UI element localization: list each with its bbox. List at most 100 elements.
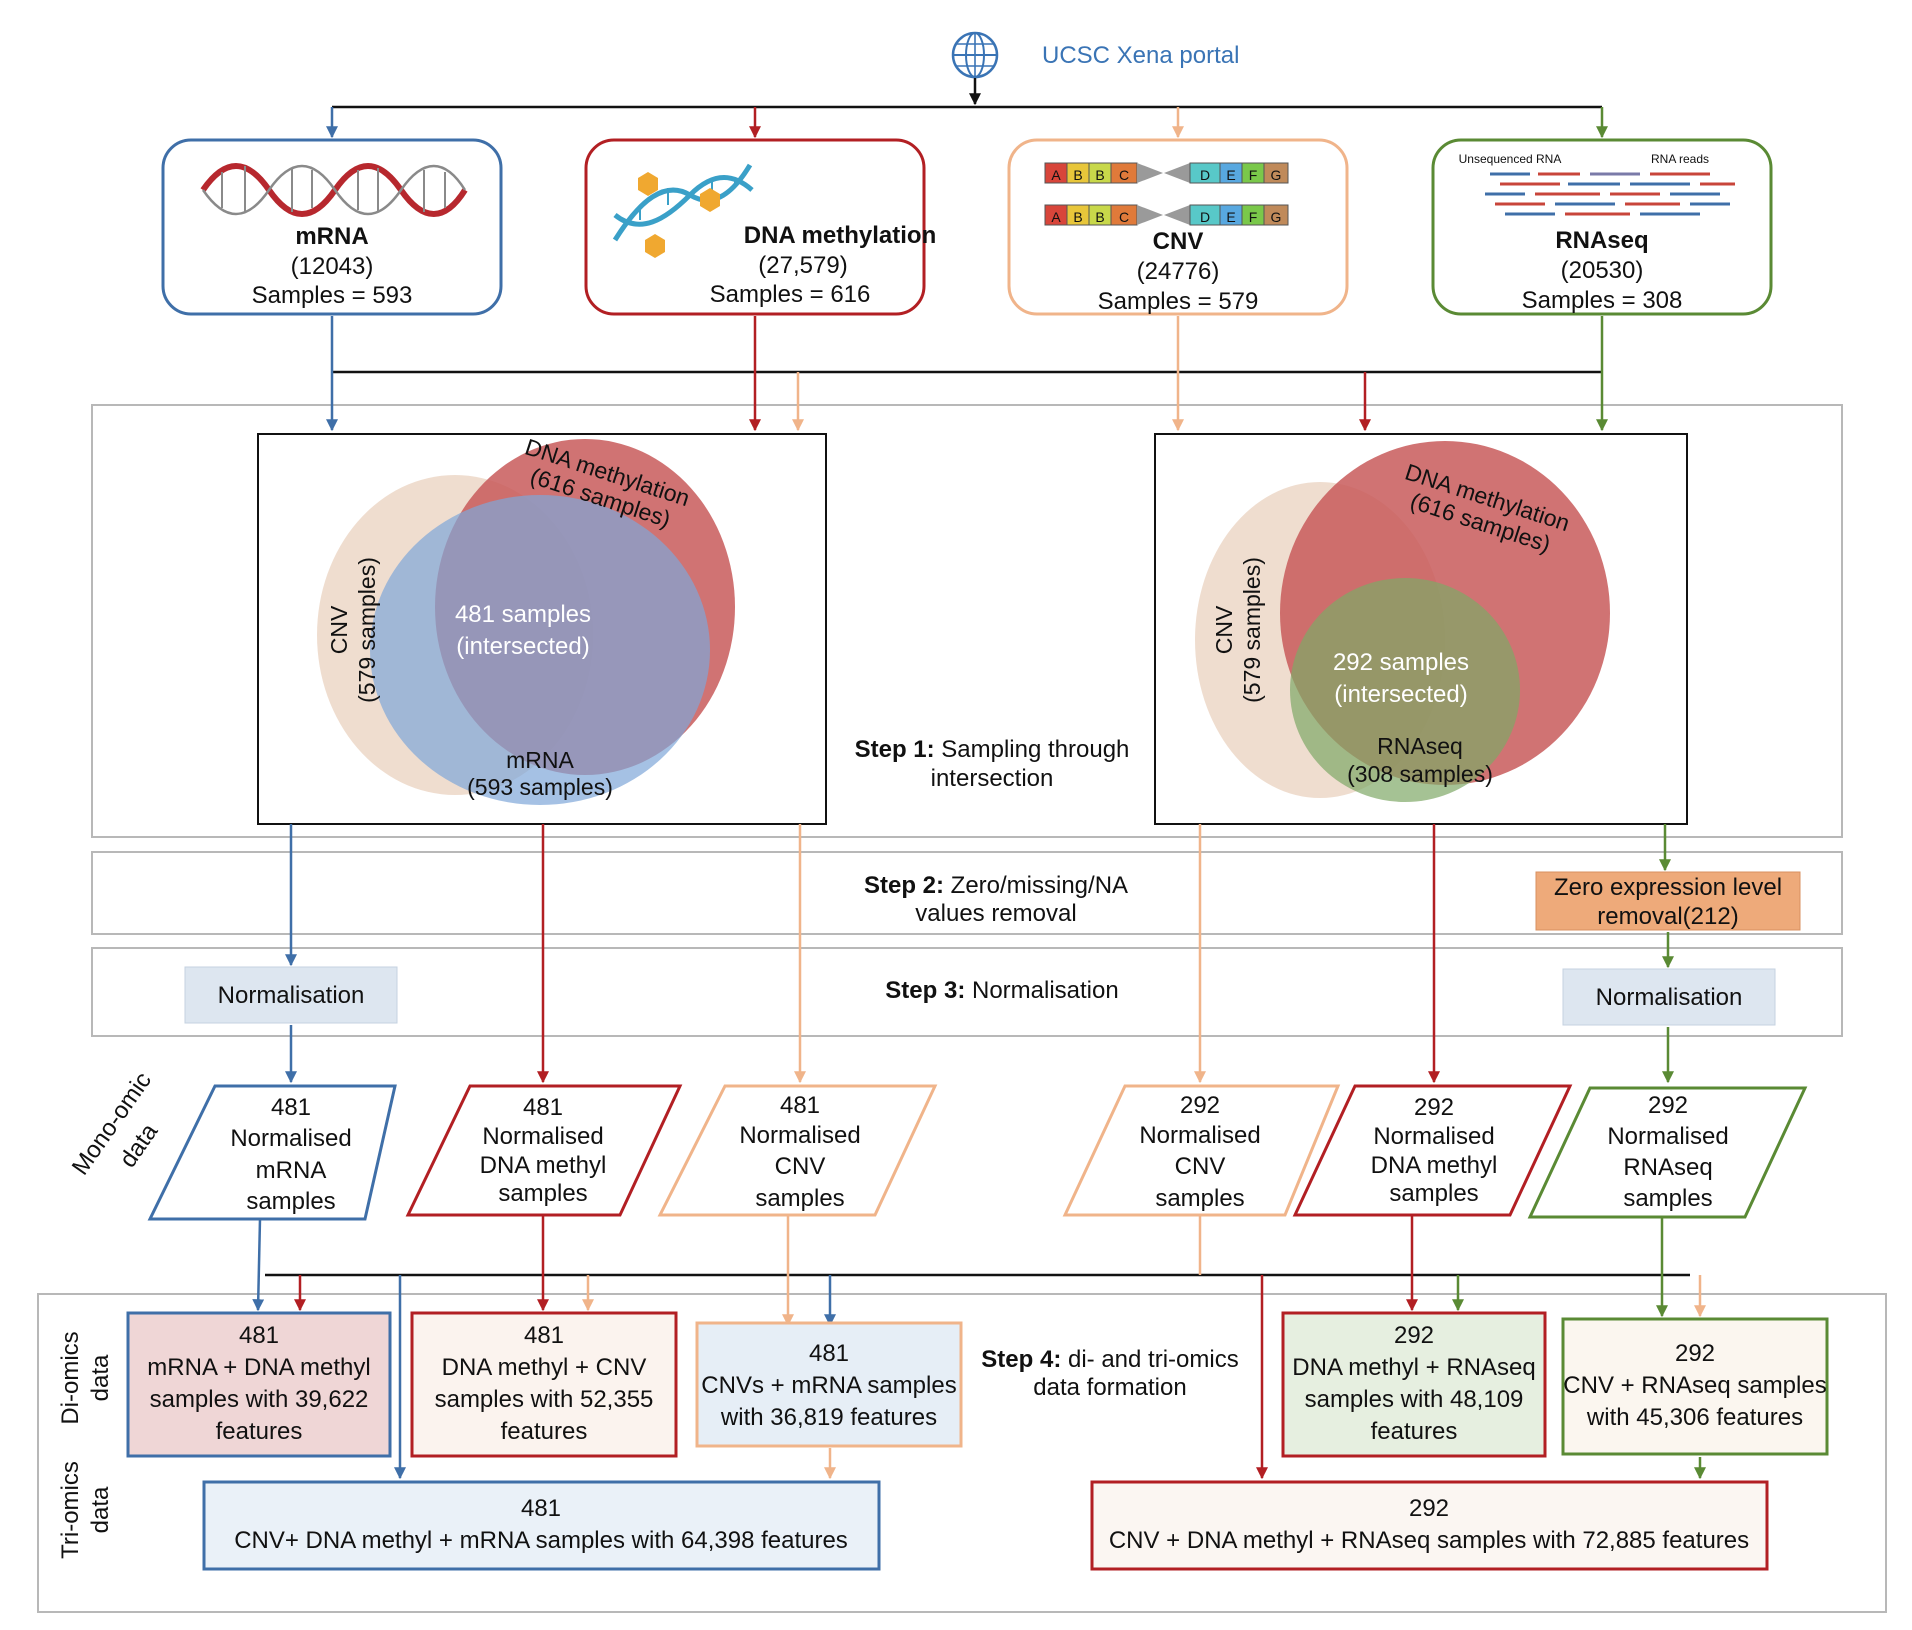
step3-bold: Step 3: (885, 977, 965, 1004)
mono-omic-rnaseq: 292 Normalised RNAseq samples (1527, 1086, 1808, 1219)
processing-flow-lines (285, 824, 1674, 1084)
mono-omic-text: Normalised (739, 1122, 860, 1149)
venn-left-intersect-label: (intersected) (456, 633, 589, 660)
step4-label: Step 4: di- and tri-omics (981, 1346, 1238, 1373)
mono-omic-mrna: 481 Normalised mRNA samples (147, 1084, 397, 1221)
mono-omic-text: 292 (1180, 1092, 1220, 1119)
mono-omic-methylation-292: 292 Normalised DNA methyl samples (1292, 1084, 1573, 1217)
source-title-cnv: CNV (1153, 228, 1204, 255)
source-title-methylation: DNA methylation (744, 222, 936, 249)
step1-label-line2: intersection (931, 765, 1054, 792)
cnv-seg-label: B (1095, 167, 1104, 183)
mono-omic-text: CNV (1175, 1153, 1226, 1180)
venn-right-rnaseq-samples: (308 samples) (1347, 761, 1493, 787)
source-count-rnaseq: (20530) (1561, 257, 1644, 284)
di-omics-text: CNVs + mRNA samples (701, 1372, 956, 1399)
tri-omics-292: 292 CNV + DNA methyl + RNAseq samples wi… (1090, 1480, 1769, 1571)
tri-omics-label-line2: data (87, 1486, 114, 1533)
rna-icon-label-left: Unsequenced RNA (1459, 152, 1562, 166)
source-box-cnv: A B B C D E F G A B B C D E F G (1007, 138, 1349, 316)
venn-left-cnv-samples: (579 samples) (354, 557, 380, 703)
mono-omic-text: Normalised (1607, 1123, 1728, 1150)
mono-omic-text: samples (1155, 1185, 1244, 1212)
rna-reads-icon: Unsequenced RNA RNA reads (1459, 152, 1735, 216)
mono-omic-text: Normalised (482, 1123, 603, 1150)
zero-expression-line1: Zero expression level (1554, 874, 1782, 901)
source-samples-cnv: Samples = 579 (1098, 288, 1259, 315)
source-samples-mrna: Samples = 593 (252, 282, 413, 309)
source-count-methylation: (27,579) (758, 252, 847, 279)
source-title-mrna: mRNA (295, 223, 368, 250)
mono-omic-text: samples (246, 1188, 335, 1215)
mono-omic-methylation: 481 Normalised DNA methyl samples (405, 1084, 683, 1217)
step2-label-line2: values removal (915, 900, 1076, 927)
venn-left-mrna-label: mRNA (506, 747, 574, 773)
portal-connectors (326, 78, 1608, 139)
tri-omics-text: 292 (1409, 1495, 1449, 1522)
cnv-seg-label: A (1051, 209, 1061, 225)
cnv-seg-label: E (1226, 167, 1235, 183)
venn-right-intersect-label: (intersected) (1334, 681, 1467, 708)
tri-omics-text: CNV + DNA methyl + RNAseq samples with 7… (1109, 1527, 1749, 1554)
cnv-seg-label: D (1200, 167, 1210, 183)
step4-bold: Step 4: (981, 1346, 1061, 1373)
di-omics-text: with 45,306 features (1586, 1404, 1803, 1431)
di-omics-text: features (501, 1418, 588, 1445)
di-omics-text: samples with 39,622 (150, 1386, 369, 1413)
step3-text: Normalisation (972, 977, 1119, 1004)
cnv-seg-label: B (1095, 209, 1104, 225)
dna-helix-icon (200, 163, 468, 217)
di-omics-text: 481 (239, 1322, 279, 1349)
venn-left-intersect-count: 481 samples (455, 601, 591, 628)
cnv-seg-label: D (1200, 209, 1210, 225)
mono-omic-text: 481 (523, 1094, 563, 1121)
mono-omic-text: DNA methyl (480, 1152, 607, 1179)
di-omics-cnv-rnaseq: 292 CNV + RNAseq samples with 45,306 fea… (1561, 1317, 1829, 1456)
venn-left-mrna-circle (370, 495, 710, 805)
di-omics-methylation-rnaseq: 292 DNA methyl + RNAseq samples with 48,… (1281, 1311, 1547, 1458)
portal-label: UCSC Xena portal (1042, 42, 1239, 69)
venn-right-intersect-count: 292 samples (1333, 649, 1469, 676)
cnv-seg-label: B (1073, 209, 1082, 225)
source-box-mrna: mRNA (12043) Samples = 593 (161, 138, 503, 316)
mono-omic-text: samples (1623, 1185, 1712, 1212)
cnv-seg-label: C (1119, 167, 1129, 183)
integration-connectors (252, 1215, 1706, 1480)
step4-label-line2: data formation (1033, 1374, 1186, 1401)
step4-panel (37, 1293, 1887, 1613)
step1-label: Step 1: Sampling through (855, 736, 1130, 763)
step1-text: Sampling through (941, 736, 1129, 763)
source-title-rnaseq: RNAseq (1555, 227, 1648, 254)
chromosome-segments-icon: A B B C D E F G A B B C D E F G (1044, 162, 1289, 226)
venn-right-cnv-samples: (579 samples) (1239, 557, 1265, 703)
di-omics-text: mRNA + DNA methyl (147, 1354, 370, 1381)
mono-omic-text: 292 (1648, 1092, 1688, 1119)
venn-left-cnv-label: CNV (326, 605, 352, 654)
tri-omics-text: CNV+ DNA methyl + mRNA samples with 64,3… (234, 1527, 848, 1554)
rna-icon-label-right: RNA reads (1651, 152, 1709, 166)
source-count-cnv: (24776) (1137, 258, 1220, 285)
cnv-seg-label: C (1119, 209, 1129, 225)
mono-omic-text: mRNA (256, 1157, 327, 1184)
step3-panel (91, 947, 1843, 1037)
mono-omic-cnv-481: 481 Normalised CNV samples (657, 1084, 938, 1217)
cnv-seg-label: G (1271, 209, 1282, 225)
source-box-methylation: DNA methylation (27,579) Samples = 616 (584, 138, 936, 316)
di-omics-text: CNV + RNAseq samples (1563, 1372, 1826, 1399)
step2-label: Step 2: Zero/missing/NA (864, 872, 1128, 899)
source-samples-rnaseq: Samples = 308 (1522, 287, 1683, 314)
mono-omic-text: CNV (775, 1153, 826, 1180)
cnv-seg-label: E (1226, 209, 1235, 225)
mono-omic-text: Normalised (1139, 1122, 1260, 1149)
tri-omics-481: 481 CNV+ DNA methyl + mRNA samples with … (202, 1480, 881, 1571)
di-omics-text: DNA methyl + CNV (442, 1354, 647, 1381)
di-omics-text: DNA methyl + RNAseq (1292, 1354, 1535, 1381)
source-box-rnaseq: Unsequenced RNA RNA reads (1431, 138, 1773, 316)
tri-omics-label-line1: Tri-omics (57, 1461, 84, 1559)
di-omics-text: 481 (809, 1340, 849, 1367)
venn-left: DNA methylation (616 samples) CNV (579 s… (257, 433, 827, 825)
di-omics-text: samples with 52,355 (435, 1386, 654, 1413)
zero-expression-line2: removal(212) (1597, 903, 1738, 930)
cnv-seg-label: F (1249, 209, 1258, 225)
